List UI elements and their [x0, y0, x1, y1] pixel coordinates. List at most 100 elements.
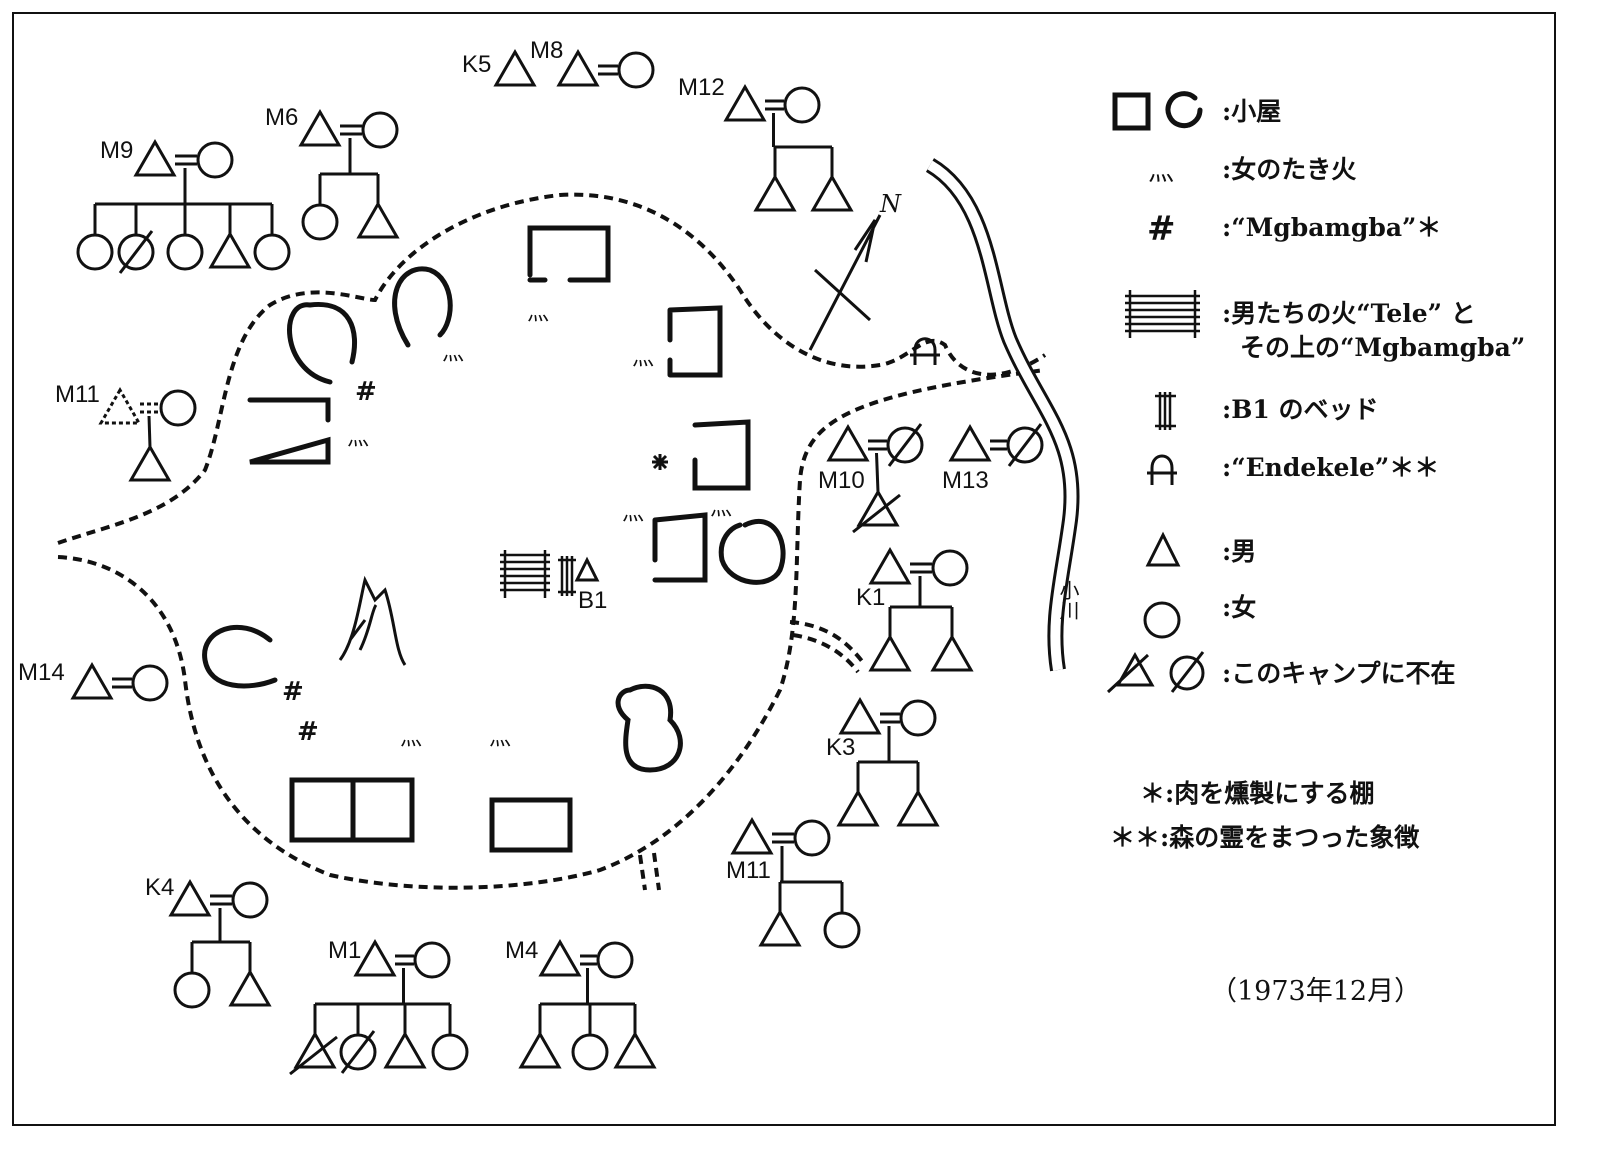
- absent-slash: [887, 423, 923, 467]
- husband-triangle: [70, 661, 114, 700]
- family-label: K3: [826, 734, 855, 761]
- child-male: [128, 443, 172, 482]
- wife-circle: [886, 426, 924, 464]
- husband-triangle: [730, 816, 774, 855]
- sun-symbol-icon: [652, 454, 668, 470]
- descent-line: [888, 576, 954, 637]
- wife-circle: [899, 699, 937, 737]
- marriage-sign: [772, 832, 794, 844]
- child-male: [208, 230, 252, 269]
- husband-triangle: [838, 696, 882, 735]
- husband-triangle: [168, 878, 212, 917]
- legend-tele-icon: [1125, 290, 1200, 338]
- husband-triangle: [868, 546, 912, 585]
- legend-tele-2: その上の“Mgbamgba”: [1240, 333, 1525, 362]
- marriage-sign: [580, 954, 597, 966]
- women-fire-icon: ⺣: [347, 426, 369, 451]
- husband-triangle: [723, 83, 767, 122]
- family-label: K5: [462, 51, 491, 78]
- descent-line: [538, 968, 637, 1034]
- husband-triangle: [556, 48, 600, 87]
- marriage-sign: [990, 439, 1007, 451]
- legend-absent-female-icon: [1169, 655, 1205, 691]
- family-m9: M9: [76, 137, 291, 274]
- spirit-tree: [338, 575, 407, 666]
- descent-line: [875, 452, 880, 493]
- camp-boundary-upper: [57, 192, 1047, 545]
- legend-fire-icon: ⺣: [1148, 157, 1174, 187]
- child-male: [856, 488, 900, 527]
- family-label: M1: [328, 937, 361, 964]
- family-m10: M10: [818, 423, 924, 534]
- smoking-racks: ###: [282, 377, 377, 747]
- path-south: [638, 852, 661, 891]
- legend-absent-slash: [1170, 651, 1205, 693]
- b1-marker-triangle: [574, 556, 600, 582]
- family-m11: M11: [55, 381, 197, 482]
- legend-male-icon: [1145, 531, 1181, 567]
- child-female: [571, 1033, 609, 1071]
- legend-male: :男: [1222, 537, 1256, 566]
- figure-frame: [12, 12, 1556, 1126]
- child-female: [173, 971, 211, 1009]
- husband-triangle: [538, 938, 582, 977]
- family-label: K1: [856, 584, 885, 611]
- husband-triangle: [133, 138, 177, 177]
- legend: :小屋 ⺣ :女のたき火 # :“Mgbamgba”＊ :男たちの火“Tele”…: [1106, 91, 1525, 852]
- legend-female: :女: [1222, 593, 1256, 622]
- husband-triangle: [298, 108, 342, 147]
- legend-endekele: :“Endekele”＊＊: [1222, 453, 1439, 482]
- child-male: [518, 1030, 562, 1069]
- legend-hut: :小屋: [1222, 97, 1281, 126]
- child-female: [339, 1033, 377, 1071]
- wife-circle: [231, 881, 269, 919]
- descent-line: [772, 113, 834, 177]
- family-m13: M13: [942, 423, 1044, 494]
- family-k1: K1: [856, 546, 974, 672]
- wife-circle: [931, 549, 969, 587]
- wife-circle: [131, 664, 169, 702]
- bed-icon: [558, 556, 576, 596]
- women-fire-icon: ⺣: [400, 726, 422, 751]
- child-female: [301, 203, 339, 241]
- marriage-sign: [880, 712, 900, 724]
- mgbamgba-icon: #: [282, 677, 304, 707]
- descent-line: [313, 968, 452, 1034]
- wife-circle: [596, 941, 634, 979]
- legend-absent: :このキャンプに不在: [1222, 659, 1455, 688]
- stream-label: 小川: [1056, 580, 1080, 620]
- legend-hut-round-icon: [1165, 91, 1203, 129]
- legend-endekele-icon: [1147, 454, 1177, 485]
- stream-inner: [927, 160, 1077, 671]
- child-male: [613, 1030, 657, 1069]
- family-m12: M12: [678, 74, 854, 212]
- wife-circle: [783, 86, 821, 124]
- legend-hut-square-icon: [1112, 92, 1151, 131]
- legend-bed-icon: [1155, 392, 1176, 430]
- child-male: [836, 788, 880, 827]
- legend-mgbamgba-icon: #: [1147, 209, 1176, 249]
- legend-note-1: ＊:肉を燻製にする棚: [1140, 779, 1374, 808]
- family-label: K4: [145, 874, 174, 901]
- husband-triangle: [493, 48, 537, 87]
- legend-bed: :B1 のベッド: [1222, 395, 1378, 424]
- child-male: [228, 968, 272, 1007]
- north-label: N: [879, 190, 902, 218]
- absent-slash: [340, 1030, 376, 1074]
- descent-line: [93, 168, 274, 234]
- child-male: [758, 908, 802, 947]
- women-fire-icon: ⺣: [632, 346, 654, 371]
- women-fires: ⺣⺣⺣⺣⺣⺣⺣⺣: [347, 301, 732, 751]
- family-label: M6: [265, 104, 298, 131]
- mgbamgba-icon: #: [355, 377, 377, 407]
- marriage-sign: [598, 64, 618, 76]
- husband-triangle: [826, 423, 870, 462]
- absent-slash: [852, 493, 901, 534]
- family-label: M11: [55, 381, 100, 408]
- family-m14: M14: [18, 659, 169, 702]
- child-female: [431, 1033, 469, 1071]
- women-fire-icon: ⺣: [527, 301, 549, 326]
- child-male: [896, 788, 940, 827]
- marriage-sign: [868, 439, 887, 451]
